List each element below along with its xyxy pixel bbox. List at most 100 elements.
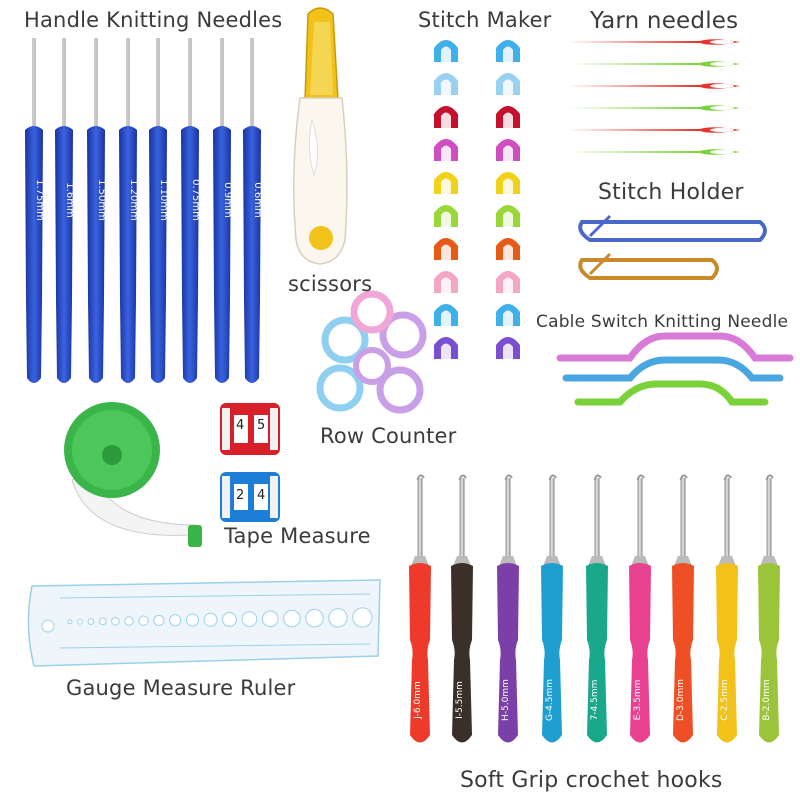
yarn-needle xyxy=(568,127,740,133)
stitch-marker xyxy=(434,271,458,293)
stitch-marker xyxy=(496,139,520,161)
blue-hook-size: 1.75mm xyxy=(34,179,45,221)
stitch-marker xyxy=(496,172,520,194)
stitch-marker xyxy=(434,304,458,326)
label-handle-knitting-needles: Handle Knitting Needles xyxy=(24,8,283,32)
stitch-marker xyxy=(434,40,458,62)
stitch-marker xyxy=(496,106,520,128)
label-scissors: scissors xyxy=(288,272,373,296)
soft-grip-hook-size: G-4.5mm xyxy=(545,679,555,721)
ruler-hole xyxy=(98,617,107,626)
stitch-marker xyxy=(496,337,520,359)
label-stitch-maker: Stitch Maker xyxy=(418,8,552,32)
cable-switch-needles xyxy=(556,332,794,406)
label-gauge-ruler: Gauge Measure Ruler xyxy=(66,676,296,700)
ruler-hole xyxy=(111,616,120,626)
blue-hook-size: 1.20mm xyxy=(128,179,139,221)
label-cable-switch: Cable Switch Knitting Needle xyxy=(536,312,789,332)
soft-grip-hook-size: J-6.0mm xyxy=(413,681,423,719)
stitch-markers xyxy=(434,40,520,359)
soft-grip-hook: E-3.5mm xyxy=(629,474,651,743)
ruler-hole xyxy=(203,612,218,627)
stitch-marker xyxy=(434,337,458,359)
soft-grip-crochet-hooks: J-6.0mm I-5.5mm H-5.0mm G-4.5mm 7-4.5mm E-3.5… xyxy=(409,474,780,743)
stitch-marker xyxy=(434,238,458,260)
blue-hook: 0.6mm xyxy=(243,38,263,383)
ruler-hole xyxy=(352,607,373,628)
ruler-hole xyxy=(328,608,348,628)
yarn-needle xyxy=(568,83,740,89)
blue-hook: 1.50mm xyxy=(87,38,107,383)
yarn-needle xyxy=(568,61,740,67)
blue-hook: 1.10mm xyxy=(149,38,169,383)
blue-hook: 1.75mm xyxy=(25,38,45,383)
ruler-hole xyxy=(169,614,182,627)
stitch-marker xyxy=(496,238,520,260)
row-counter-top-digit-2: 5 xyxy=(257,418,266,433)
stitch-marker xyxy=(434,205,458,227)
ruler-hole xyxy=(283,609,301,628)
ring-stitch-markers xyxy=(316,290,427,414)
soft-grip-hook: C-2.5mm xyxy=(716,474,738,743)
yarn-needle xyxy=(568,149,740,155)
soft-grip-hook: I-5.5mm xyxy=(451,474,473,743)
soft-grip-hook-size: I-5.5mm xyxy=(455,681,465,719)
label-tape-measure: Tape Measure xyxy=(224,524,371,548)
blue-hook: 0.9mm xyxy=(213,38,233,383)
row-counter-bottom-digit-1: 2 xyxy=(236,488,245,503)
blue-hook: 1.20mm xyxy=(119,38,139,383)
label-soft-grip: Soft Grip crochet hooks xyxy=(460,768,723,793)
soft-grip-hook-size: E-3.5mm xyxy=(633,680,643,721)
ruler-hole xyxy=(124,616,134,626)
ruler-hole xyxy=(222,612,237,627)
soft-grip-hook-size: 7-4.5mm xyxy=(590,680,600,721)
stitch-marker xyxy=(434,172,458,194)
ruler-hole xyxy=(305,608,324,628)
handle-knitting-needles: 1.75mm 1.6mm 1.50mm 1.20mm 1.10mm 0.75mm 0.9mm… xyxy=(25,38,263,383)
stitch-marker xyxy=(496,271,520,293)
stitch-marker xyxy=(434,73,458,95)
soft-grip-hook: D-3.0mm xyxy=(672,474,694,743)
label-row-counter: Row Counter xyxy=(320,424,457,448)
blue-hook-size: 0.75mm xyxy=(190,179,201,221)
tape-measure xyxy=(64,402,202,547)
ruler-hole xyxy=(153,614,165,627)
thread-scissors xyxy=(293,7,348,265)
stitch-marker xyxy=(496,73,520,95)
stitch-marker xyxy=(434,106,458,128)
row-counter-top-digit-1: 4 xyxy=(236,418,245,433)
blue-hook: 0.75mm xyxy=(181,38,201,383)
soft-grip-hook-size: D-3.0mm xyxy=(676,679,686,721)
soft-grip-hook: G-4.5mm xyxy=(541,474,563,743)
soft-grip-hook-size: C-2.5mm xyxy=(720,679,730,720)
row-counter-bottom-digit-2: 4 xyxy=(257,488,266,503)
yarn-needle xyxy=(568,105,740,111)
soft-grip-hook: 7-4.5mm xyxy=(586,474,608,743)
stitch-marker xyxy=(434,139,458,161)
ruler-hole xyxy=(67,619,73,625)
blue-hook-size: 1.50mm xyxy=(96,179,107,221)
blue-hook: 1.6mm xyxy=(55,38,75,383)
ruler-hole xyxy=(185,613,199,627)
gauge-ruler xyxy=(27,579,381,667)
stitch-marker xyxy=(496,205,520,227)
stitch-holders xyxy=(578,214,767,280)
stitch-marker xyxy=(496,40,520,62)
ruler-hole xyxy=(261,610,279,628)
soft-grip-hook: H-5.0mm xyxy=(497,474,519,743)
blue-hook-size: 0.9mm xyxy=(222,182,233,217)
label-yarn-needles: Yarn needles xyxy=(590,8,739,34)
soft-grip-hook: B-2.0mm xyxy=(758,474,780,743)
soft-grip-hook: J-6.0mm xyxy=(409,474,431,743)
soft-grip-hook-size: H-5.0mm xyxy=(501,679,511,721)
ruler-hole xyxy=(241,611,258,628)
label-stitch-holder: Stitch Holder xyxy=(598,180,744,205)
blue-hook-size: 1.6mm xyxy=(64,182,75,217)
row-counters xyxy=(220,403,280,522)
yarn-needles xyxy=(568,39,740,155)
soft-grip-hook-size: B-2.0mm xyxy=(762,679,772,720)
ruler-hole xyxy=(138,615,149,626)
yarn-needle xyxy=(568,39,740,45)
